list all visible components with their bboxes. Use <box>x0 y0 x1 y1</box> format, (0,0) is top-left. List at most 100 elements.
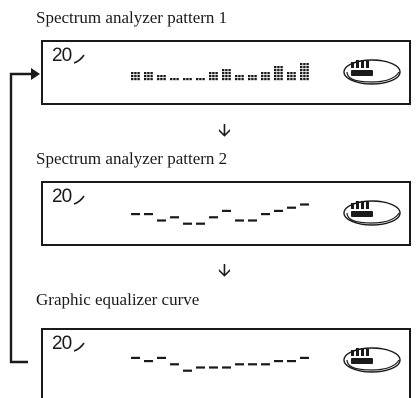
eq-curve-dots <box>131 356 309 372</box>
spectrum-bar-segment <box>290 75 293 78</box>
eq-level-dash <box>131 213 140 216</box>
spectrum-bar-segment <box>277 75 280 78</box>
eq-level-dash <box>144 213 153 216</box>
spectrum-bar-segment <box>241 78 244 81</box>
volume-knob-icon <box>343 200 401 226</box>
spectrum-bar-segment <box>303 78 306 81</box>
spectrum-bar-segment <box>225 78 228 81</box>
spectrum-bar-segment <box>222 72 225 75</box>
spectrum-bar-segment <box>303 69 306 72</box>
spectrum-bar-segment <box>225 72 228 75</box>
spectrum-bar-segment <box>228 78 231 81</box>
spectrum-bar-segment <box>306 75 309 78</box>
spectrum-bar-segment <box>225 75 228 78</box>
spectrum-bar-segment <box>228 75 231 78</box>
spectrum-bar-segment <box>303 63 306 66</box>
spectrum-bar-segment <box>209 72 212 75</box>
spectrum-bar-segment <box>134 75 137 78</box>
spectrum-bar-segment <box>228 69 231 72</box>
spectrum-bar-segment <box>300 72 303 75</box>
spectrum-bar-segment <box>176 78 179 81</box>
spectrum-bar-segment <box>267 72 270 75</box>
spectrum-bar-segment <box>147 75 150 78</box>
spectrum-bar-segment <box>277 66 280 69</box>
spectrum-bar-segment <box>150 72 153 75</box>
spectrum-bar-segment <box>254 78 257 81</box>
spectrum-bar-segment <box>225 69 228 72</box>
spectrum-bar-segment <box>170 78 173 81</box>
spectrum-bar-segment <box>251 75 254 78</box>
spectrum-bar-segment <box>248 78 251 81</box>
spectrum-bar-segment <box>238 75 241 78</box>
spectrum-bar-segment <box>277 78 280 81</box>
eq-level-dash <box>248 363 257 366</box>
spectrum-bar-segment <box>274 72 277 75</box>
spectrum-bar-segment <box>264 78 267 81</box>
spectrum-bar-segment <box>306 63 309 66</box>
display-number: 20 <box>52 333 72 354</box>
spectrum-bar-segment <box>287 72 290 75</box>
spectrum-bar-segment <box>293 78 296 81</box>
eq-level-dash <box>300 203 309 206</box>
spectrum-bar-segment <box>157 78 160 81</box>
down-arrow-icon: 🡫 <box>218 120 231 141</box>
spectrum-bar-segment <box>274 69 277 72</box>
spectrum-bar-segment <box>254 75 257 78</box>
spectrum-bar-segment <box>144 78 147 81</box>
spectrum-bar-segment <box>209 78 212 81</box>
eq-level-dash <box>170 216 179 219</box>
spectrum-bar-segment <box>215 78 218 81</box>
spectrum-bar-segment <box>222 78 225 81</box>
spectrum-bar-segment <box>228 72 231 75</box>
spectrum-bar-segment <box>147 78 150 81</box>
eq-level-dash <box>196 366 205 369</box>
spectrum-bars <box>131 63 309 81</box>
spectrum-bar-segment <box>202 78 205 81</box>
spectrum-bar-segment <box>147 72 150 75</box>
spectrum-bar-segment <box>212 72 215 75</box>
spectrum-bar-segment <box>235 78 238 81</box>
eq-level-dash <box>287 206 296 209</box>
eq-level-dash <box>274 209 283 212</box>
spectrum-bar-segment <box>264 72 267 75</box>
eq-level-dash <box>209 366 218 369</box>
spectrum-bar-segment <box>160 78 163 81</box>
spectrum-bar-segment <box>303 66 306 69</box>
spectrum-bar-segment <box>248 75 251 78</box>
spectrum-bar-segment <box>251 78 254 81</box>
spectrum-bar-segment <box>306 66 309 69</box>
spectrum-bar-segment <box>293 75 296 78</box>
spectrum-bar-segment <box>300 63 303 66</box>
eq-level-dash <box>235 219 244 222</box>
spectrum-bar-segment <box>280 69 283 72</box>
display-panel-2: 20 <box>41 181 411 246</box>
caption-eq-curve: Graphic equalizer curve <box>36 290 200 309</box>
volume-knob-icon <box>343 59 401 85</box>
spectrum-bar-segment <box>196 78 199 81</box>
eq-level-dash <box>261 363 270 366</box>
spectrum-dots <box>131 203 309 225</box>
spectrum-bar-segment <box>134 72 137 75</box>
eq-level-dash <box>183 369 192 372</box>
spectrum-bar-segment <box>137 72 140 75</box>
spectrum-bar-segment <box>306 69 309 72</box>
spectrum-bar-segment <box>303 72 306 75</box>
spectrum-bar-segment <box>212 75 215 78</box>
spectrum-bar-segment <box>160 75 163 78</box>
spectrum-bar-segment <box>274 78 277 81</box>
eq-level-dash <box>287 360 296 363</box>
spectrum-bar-segment <box>300 78 303 81</box>
display-panel-1: 20 <box>41 40 411 105</box>
display-number: 20 <box>52 186 72 207</box>
number-swirl-icon <box>73 195 85 205</box>
spectrum-bar-segment <box>264 75 267 78</box>
spectrum-bar-segment <box>150 78 153 81</box>
eq-level-dash <box>196 222 205 225</box>
eq-level-dash <box>209 216 218 219</box>
spectrum-bar-segment <box>280 78 283 81</box>
spectrum-bar-segment <box>306 78 309 81</box>
spectrum-bar-segment <box>163 75 166 78</box>
spectrum-bar-segment <box>267 75 270 78</box>
spectrum-bar-segment <box>238 78 241 81</box>
spectrum-bar-segment <box>290 72 293 75</box>
